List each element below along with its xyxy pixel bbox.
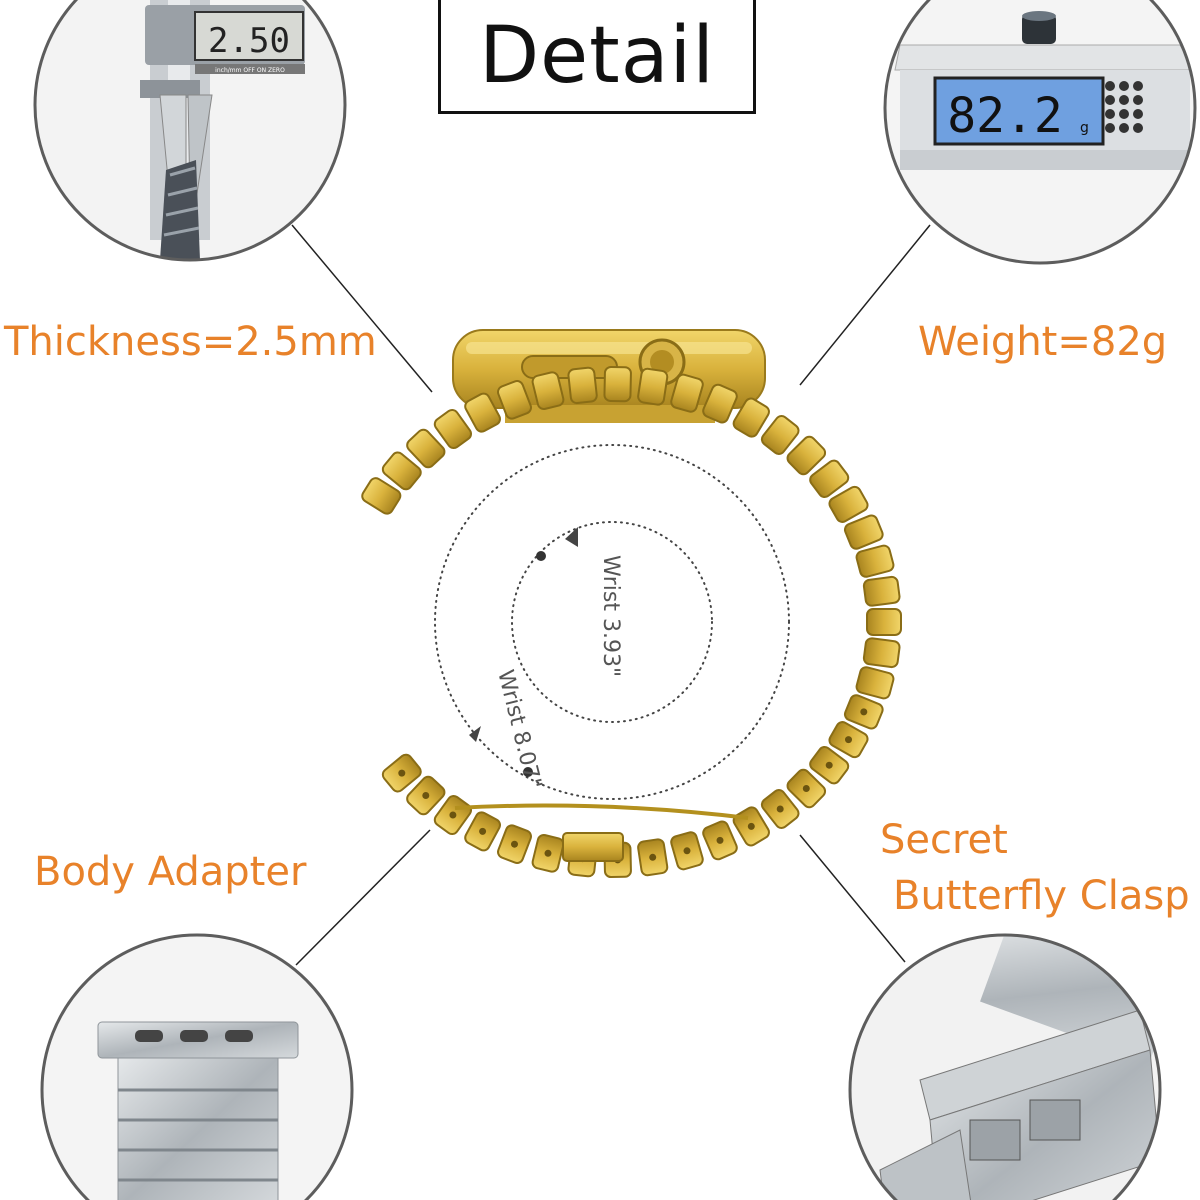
band-link [855,666,895,700]
band-link [809,459,850,499]
band-link-pin [747,822,755,830]
caliper-inset: 2.50 inch/mm OFF ON ZERO [33,0,347,262]
band-link-pin [845,736,852,744]
clasp-label-line2: Butterfly Clasp [893,873,1190,919]
band-link [855,544,895,578]
band-link [732,397,770,438]
band-link [786,435,827,476]
band-link [406,428,446,469]
adapter-icon [97,1021,299,1200]
band-link [862,637,901,669]
band-link-pin [398,769,406,777]
adapter-inset [40,933,354,1200]
band-link [464,392,501,433]
body-adapter-label: Body Adapter [34,849,307,895]
band-link [567,366,598,405]
caliper-buttons: inch/mm OFF ON ZERO [215,67,285,74]
scale-inset: 82.2 g [883,0,1197,265]
band-link-pin [544,849,552,857]
scale-keypad [1105,81,1143,133]
band-link [497,380,532,420]
band-link-pin [683,847,691,855]
band-clasp [454,803,749,862]
band-link-pin [716,836,724,844]
band-link-pin [649,853,657,861]
band-link [866,608,902,636]
scale-reading: 82.2 [947,88,1063,144]
butterfly-clasp-icon [879,935,1160,1200]
band-link-pin [825,761,833,769]
band-link [381,451,422,491]
scale-unit: g [1080,120,1089,136]
band-links [361,365,902,879]
band-link-pin [479,827,487,835]
band-link [760,415,800,455]
wrist-size-diagram: Wrist 3.93" Wrist 8.07" [434,444,790,800]
band-link [828,485,869,523]
band-link [603,365,632,403]
band-link [862,575,901,607]
band-link [843,514,884,550]
band-link [361,477,402,515]
clasp-inset [848,933,1162,1200]
wrist-inner-label: Wrist 3.93" [598,555,623,677]
connector-lines [291,224,931,966]
band-link-pin [776,805,784,813]
band-link [702,383,738,424]
caliper-reading: 2.50 [208,21,290,61]
band-link [670,373,704,413]
band-link-pin [860,708,868,716]
scale-icon: 82.2 g [894,11,1195,170]
band-link [433,408,473,450]
band-link-pin [802,785,810,792]
title-box: Detail [438,0,756,114]
watch-band [361,329,902,879]
band-link-pin [511,840,518,848]
band-link-pin [449,811,457,819]
band-link [637,367,669,406]
clasp-label-line1: Secret [880,817,1008,863]
page-title: Detail [479,11,715,101]
band-link [531,371,565,411]
band-link-pin [422,792,430,799]
caliper-icon: 2.50 inch/mm OFF ON ZERO [140,0,305,260]
watch-band-icon [160,160,200,260]
thickness-label: Thickness=2.5mm [4,319,377,365]
weight-label: Weight=82g [918,319,1168,365]
wrist-outer-label: Wrist 8.07" [492,667,546,792]
